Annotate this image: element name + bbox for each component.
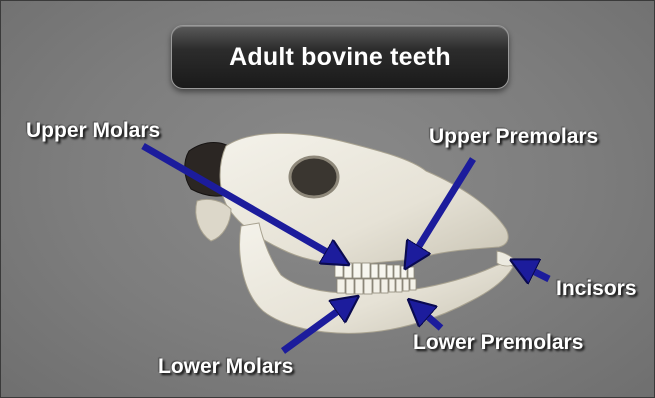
label-lower-premolars: Lower Premolars	[413, 331, 583, 355]
diagram-title: Adult bovine teeth	[229, 43, 451, 72]
label-lower-molars: Lower Molars	[158, 355, 293, 379]
title-box: Adult bovine teeth	[171, 25, 509, 89]
eye-socket	[290, 157, 338, 197]
upper-teeth	[335, 263, 414, 278]
incisor-tip	[497, 251, 517, 266]
label-upper-molars: Upper Molars	[26, 119, 160, 143]
occipital	[196, 199, 231, 241]
arrow-incisors	[521, 265, 549, 279]
label-incisors: Incisors	[556, 277, 637, 301]
label-upper-premolars: Upper Premolars	[429, 125, 598, 149]
